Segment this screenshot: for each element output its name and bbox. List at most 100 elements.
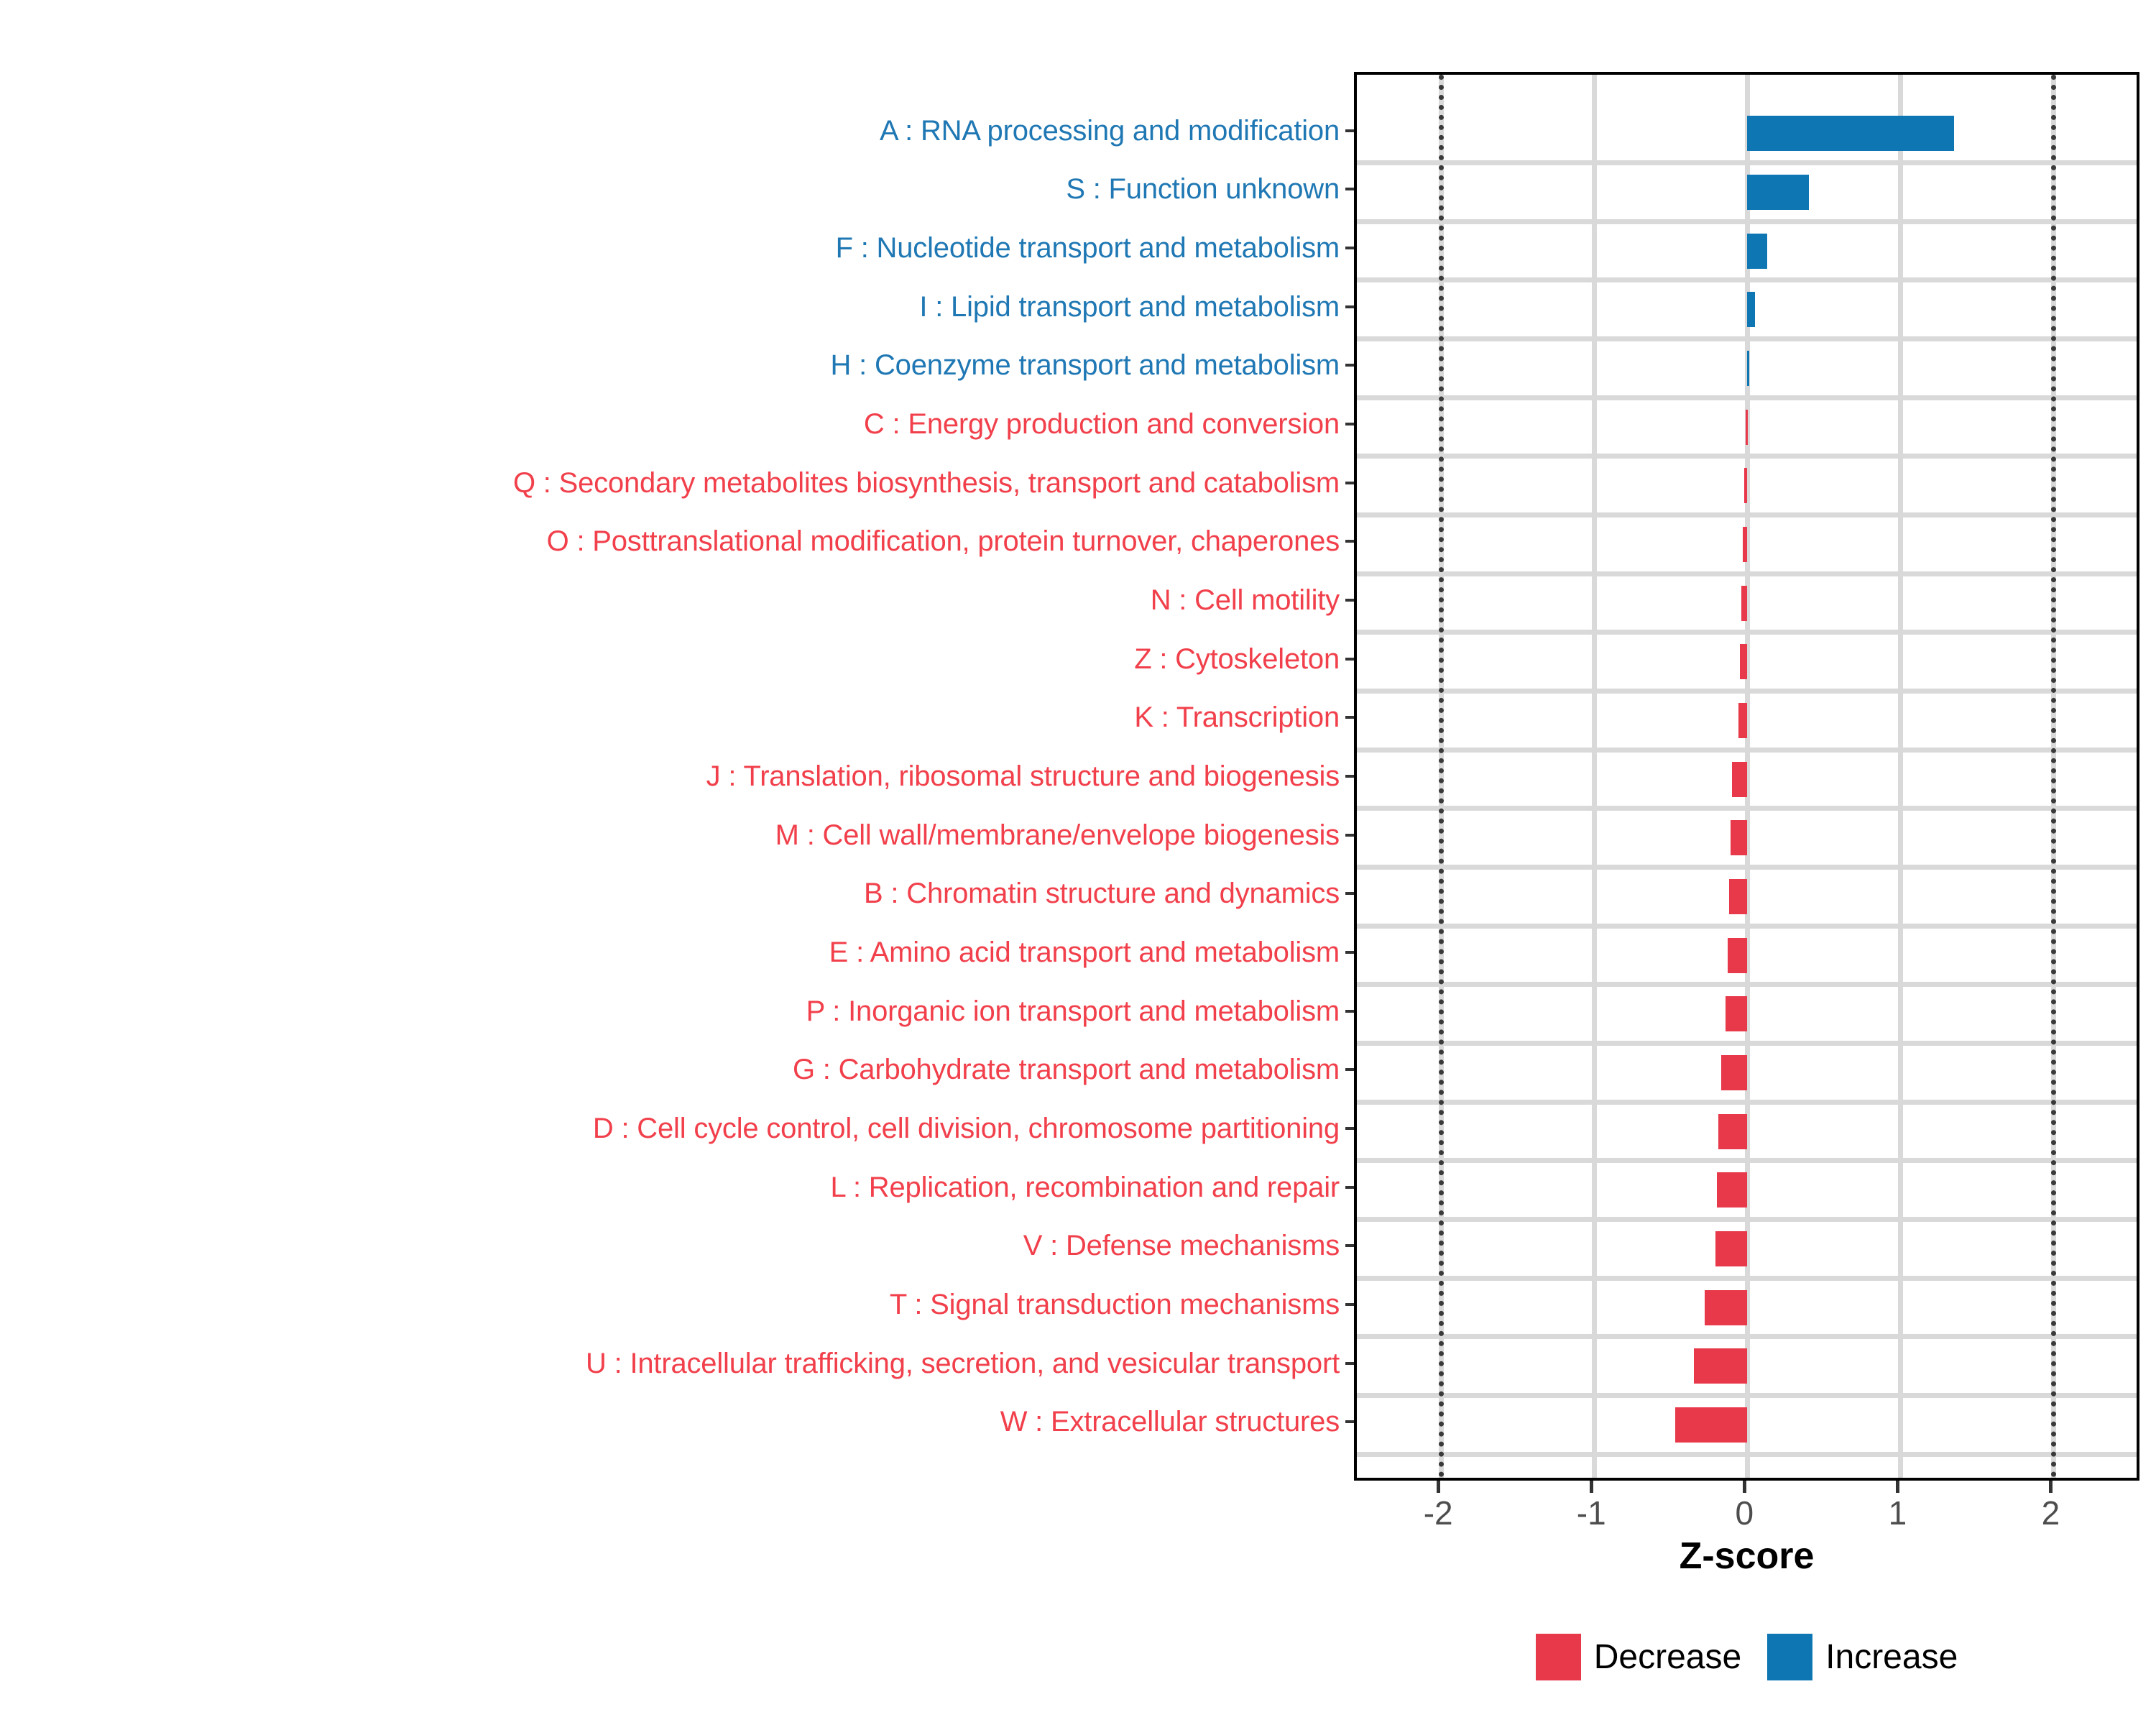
bar <box>1716 1172 1748 1208</box>
bar <box>1693 1348 1748 1384</box>
x-axis-tick <box>1742 1481 1746 1493</box>
bar <box>1747 292 1755 328</box>
horizontal-gridline <box>1357 1099 2137 1105</box>
y-axis-label-row: D : Cell cycle control, cell division, c… <box>593 1099 1340 1158</box>
horizontal-gridline <box>1357 336 2137 341</box>
bar <box>1730 820 1748 856</box>
y-axis-tick <box>1345 716 1354 719</box>
vertical-gridline <box>1591 75 1597 1478</box>
x-axis-tick <box>2048 1481 2053 1493</box>
y-axis-label-row: K : Transcription <box>1134 689 1340 748</box>
horizontal-gridline <box>1357 1041 2137 1046</box>
x-axis-title: Z-score <box>1679 1535 1815 1577</box>
bar <box>1715 1230 1748 1266</box>
horizontal-gridline <box>1357 395 2137 400</box>
horizontal-gridline <box>1357 454 2137 459</box>
category-label: G : Carbohydrate transport and metabolis… <box>792 1054 1340 1086</box>
horizontal-gridline <box>1357 630 2137 635</box>
category-label: B : Chromatin structure and dynamics <box>864 878 1340 910</box>
category-label: S : Function unknown <box>1066 173 1340 206</box>
bar <box>1739 644 1748 680</box>
y-axis-tick <box>1345 599 1354 602</box>
x-axis-tick-label: -2 <box>1423 1494 1453 1532</box>
horizontal-gridline <box>1357 277 2137 283</box>
category-label: E : Amino acid transport and metabolism <box>829 936 1340 968</box>
legend-label: Decrease <box>1593 1637 1742 1676</box>
bar <box>1747 174 1809 210</box>
bar <box>1747 233 1767 269</box>
x-axis-tick-label: -1 <box>1576 1494 1606 1532</box>
category-label: V : Defense mechanisms <box>1023 1230 1340 1262</box>
bar <box>1738 702 1748 738</box>
category-label: K : Transcription <box>1134 702 1340 734</box>
y-axis-label-row: B : Chromatin structure and dynamics <box>864 865 1340 924</box>
bar <box>1747 350 1750 386</box>
horizontal-gridline <box>1357 806 2137 811</box>
legend-label: Increase <box>1825 1637 1958 1676</box>
legend-item[interactable]: Increase <box>1767 1633 1958 1680</box>
category-label: N : Cell motility <box>1150 584 1340 616</box>
y-axis-label-row: C : Energy production and conversion <box>864 395 1340 454</box>
y-axis-label-row: V : Defense mechanisms <box>1023 1217 1340 1276</box>
horizontal-gridline <box>1357 1334 2137 1340</box>
horizontal-gridline <box>1357 218 2137 224</box>
y-axis-label-row: J : Translation, ribosomal structure and… <box>706 747 1340 806</box>
y-axis-tick <box>1345 364 1354 367</box>
category-label: M : Cell wall/membrane/envelope biogenes… <box>775 819 1340 851</box>
legend-swatch <box>1767 1633 1813 1680</box>
y-axis-label-row: L : Replication, recombination and repai… <box>831 1158 1340 1217</box>
bar <box>1744 468 1748 504</box>
bar <box>1721 1054 1748 1090</box>
y-axis-tick <box>1345 540 1354 543</box>
bar <box>1726 996 1748 1032</box>
x-axis-tick <box>1589 1481 1593 1493</box>
y-axis-label-row: S : Function unknown <box>1066 160 1340 219</box>
horizontal-gridline <box>1357 1217 2137 1222</box>
horizontal-gridline <box>1357 571 2137 576</box>
horizontal-gridline <box>1357 1275 2137 1281</box>
chart-legend: Decrease Increase <box>1354 1617 2139 1696</box>
horizontal-gridline <box>1357 1451 2137 1457</box>
y-axis-label-row: Q : Secondary metabolites biosynthesis, … <box>513 454 1340 512</box>
y-axis-label-row: W : Extracellular structures <box>1000 1393 1340 1452</box>
horizontal-gridline <box>1357 982 2137 988</box>
horizontal-gridline <box>1357 512 2137 518</box>
y-axis-tick <box>1345 951 1354 954</box>
y-axis-label-row: H : Coenzyme transport and metabolism <box>831 336 1340 395</box>
horizontal-gridline <box>1357 1393 2137 1398</box>
y-axis-tick <box>1345 1068 1354 1072</box>
vertical-gridline <box>1744 75 1750 1478</box>
legend-item[interactable]: Decrease <box>1535 1633 1742 1680</box>
y-axis-tick <box>1345 247 1354 249</box>
y-axis-tick <box>1345 423 1354 426</box>
category-label: C : Energy production and conversion <box>863 408 1340 440</box>
y-axis-tick <box>1345 892 1354 896</box>
y-axis-tick <box>1345 305 1354 308</box>
y-axis-label-row: U : Intracellular trafficking, secretion… <box>586 1334 1340 1393</box>
y-axis-category-labels: A : RNA processing and modification S : F… <box>0 72 1354 1481</box>
category-label: H : Coenzyme transport and metabolism <box>830 349 1340 382</box>
y-axis-tick <box>1345 1420 1354 1424</box>
category-label: U : Intracellular trafficking, secretion… <box>586 1347 1340 1379</box>
category-label: O : Posttranslational modification, prot… <box>546 525 1340 558</box>
y-axis-label-row: M : Cell wall/membrane/envelope biogenes… <box>775 806 1340 865</box>
bar <box>1704 1289 1748 1325</box>
y-axis-label-row: A : RNA processing and modification <box>880 101 1340 160</box>
y-axis-tick <box>1345 1127 1354 1130</box>
bar <box>1727 937 1748 973</box>
y-axis-label-row: E : Amino acid transport and metabolism <box>829 923 1340 982</box>
horizontal-gridline <box>1357 160 2137 165</box>
y-axis-label-row: T : Signal transduction mechanisms <box>890 1275 1340 1334</box>
category-label: T : Signal transduction mechanisms <box>889 1288 1340 1320</box>
x-axis-tick-label: 0 <box>1735 1494 1754 1532</box>
reference-line <box>2050 75 2056 1478</box>
category-label: Z : Cytoskeleton <box>1134 643 1340 675</box>
y-axis-tick <box>1345 1361 1354 1365</box>
bar <box>1747 116 1954 152</box>
category-label: A : RNA processing and modification <box>879 114 1340 147</box>
y-axis-tick <box>1345 1185 1354 1189</box>
category-label: J : Translation, ribosomal structure and… <box>706 760 1340 792</box>
horizontal-gridline <box>1357 923 2137 929</box>
